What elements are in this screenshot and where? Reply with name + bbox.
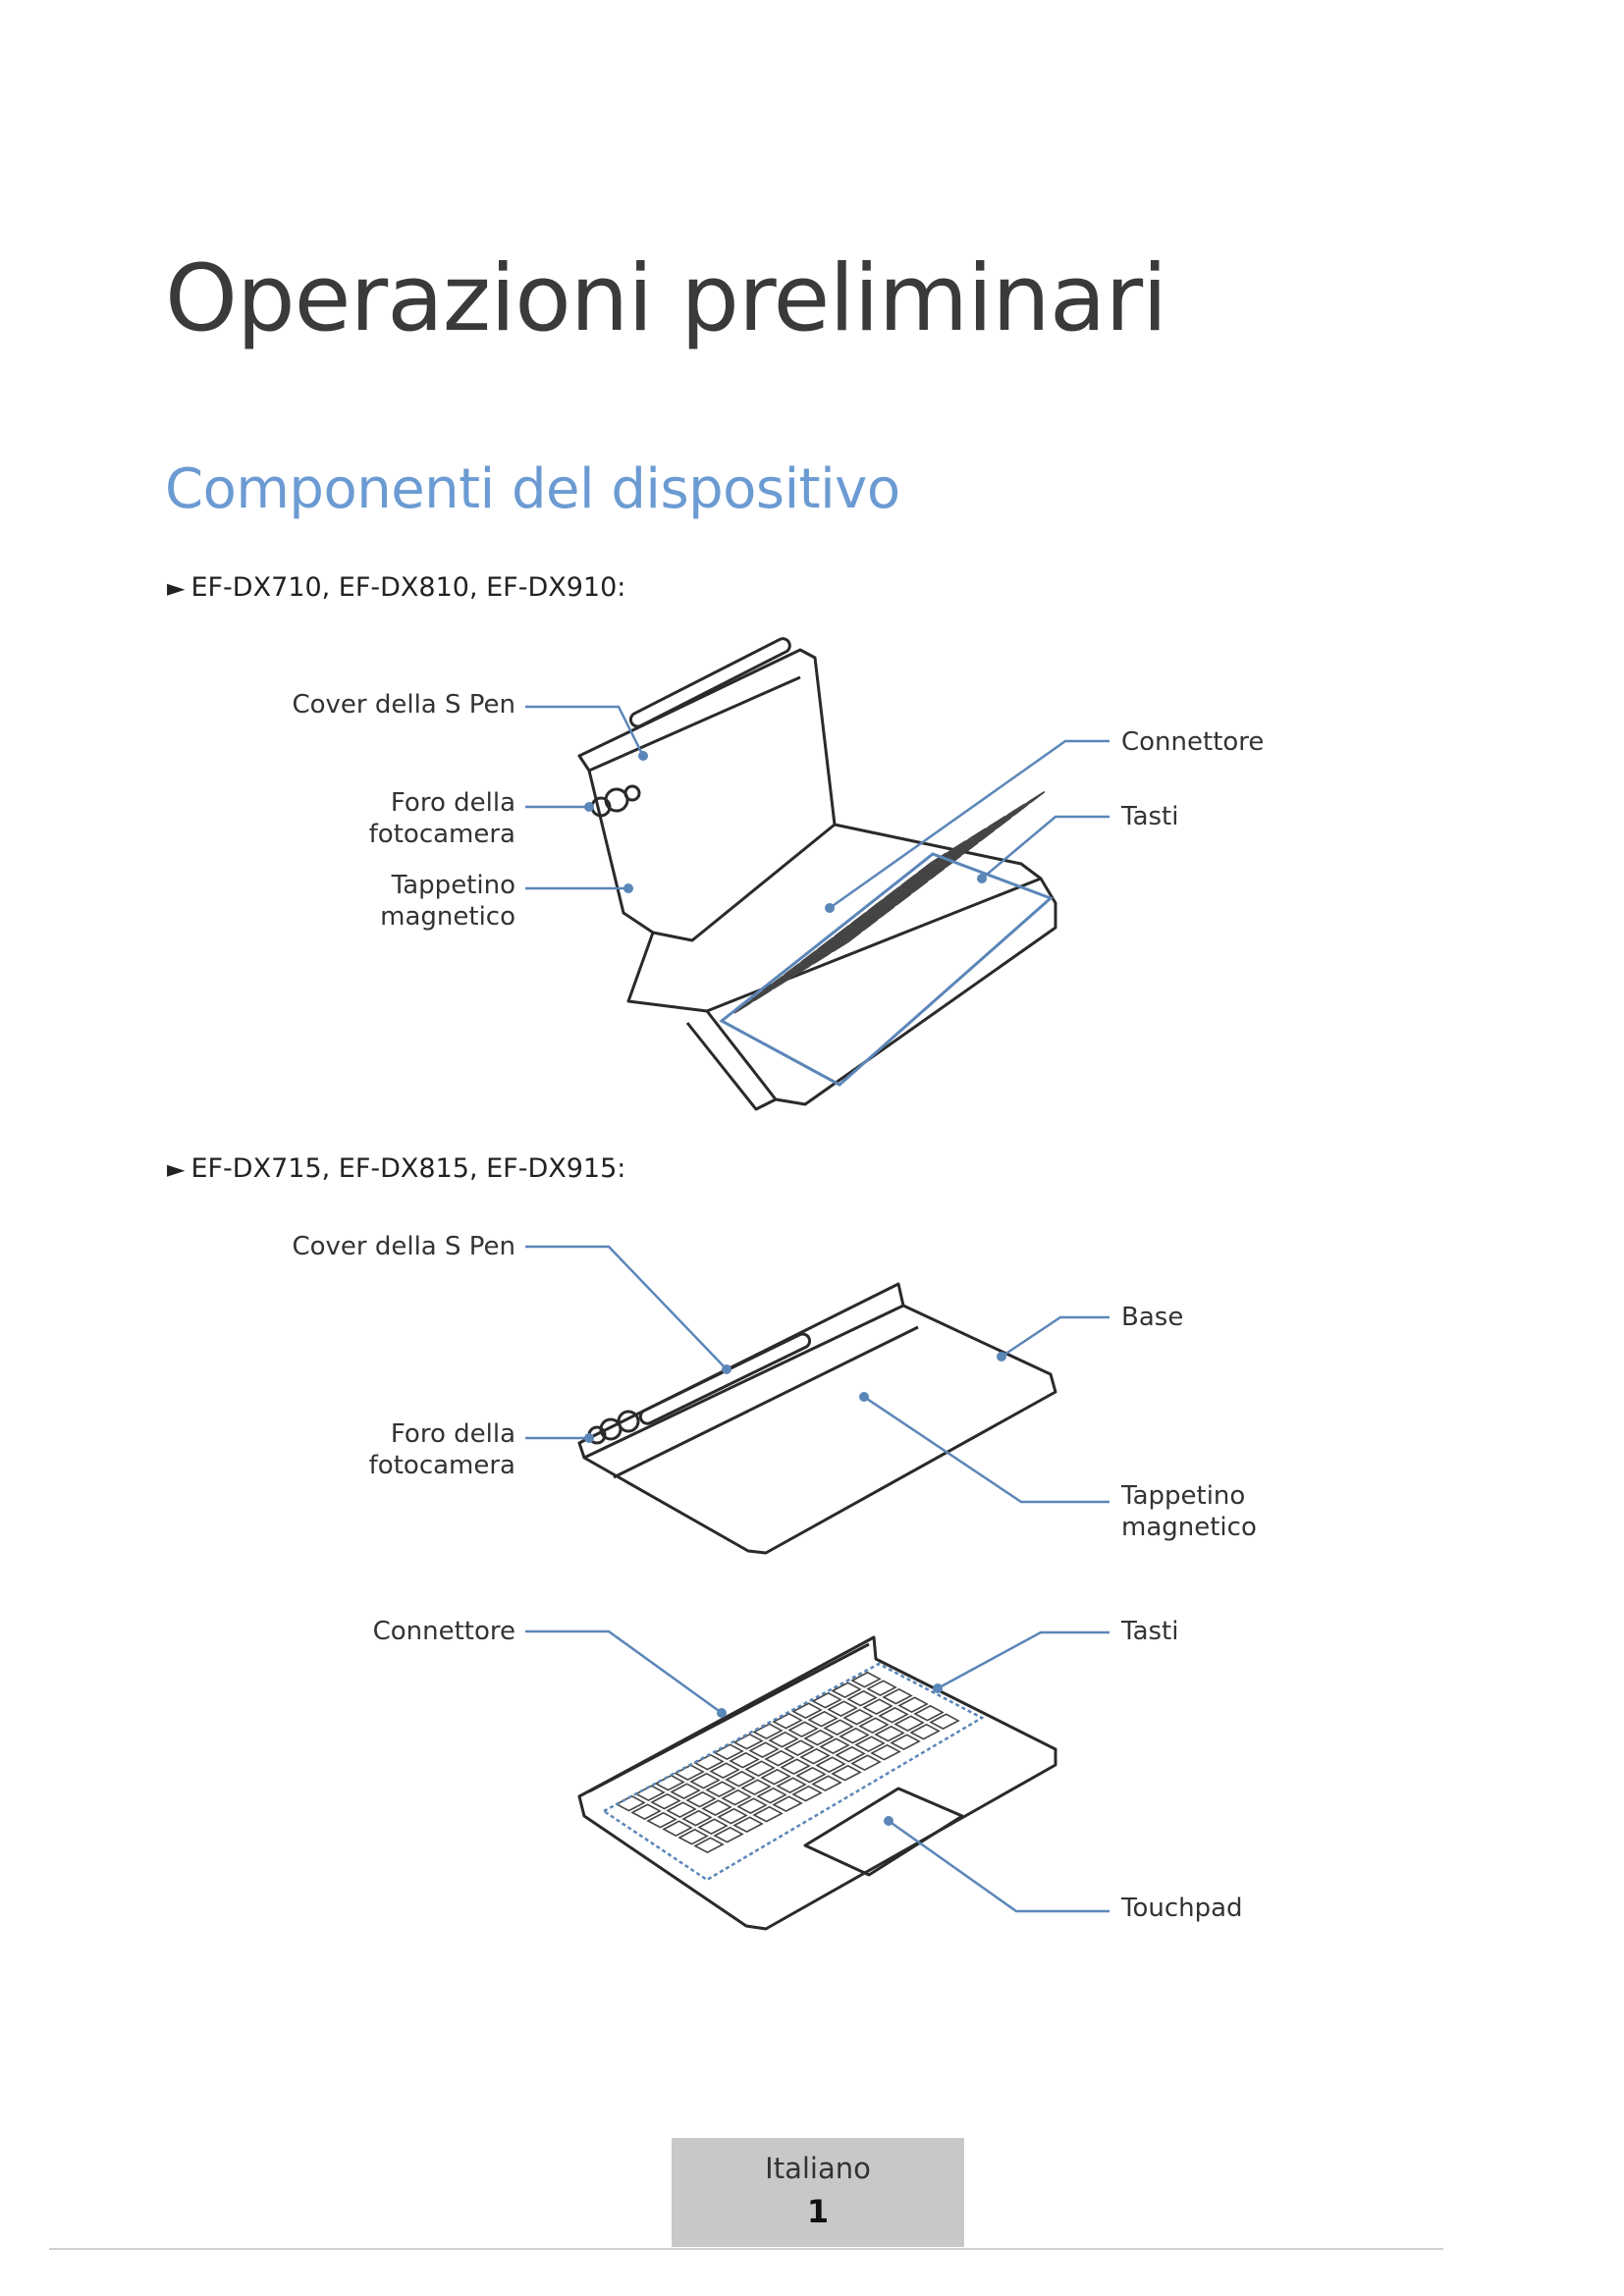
page-footer-tab: Italiano 1 <box>672 2138 964 2247</box>
label-keys-b: Tasti <box>1121 1616 1178 1647</box>
footer-rule <box>49 2248 1443 2250</box>
label-touchpad-b: Touchpad <box>1121 1893 1243 1924</box>
label-camera-hole-b-line1: Foro della <box>275 1418 515 1450</box>
label-base-b: Base <box>1121 1302 1183 1333</box>
label-magnetic-pad-b-line1: Tappetino <box>1121 1480 1245 1512</box>
label-camera-hole-b-line2: fotocamera <box>275 1450 515 1481</box>
label-connector-b: Connettore <box>275 1616 515 1647</box>
label-spen-cover-b: Cover della S Pen <box>275 1231 515 1262</box>
footer-language: Italiano <box>672 2152 964 2185</box>
page-number: 1 <box>672 2193 964 2230</box>
label-magnetic-pad-b-line2: magnetico <box>1121 1512 1257 1543</box>
